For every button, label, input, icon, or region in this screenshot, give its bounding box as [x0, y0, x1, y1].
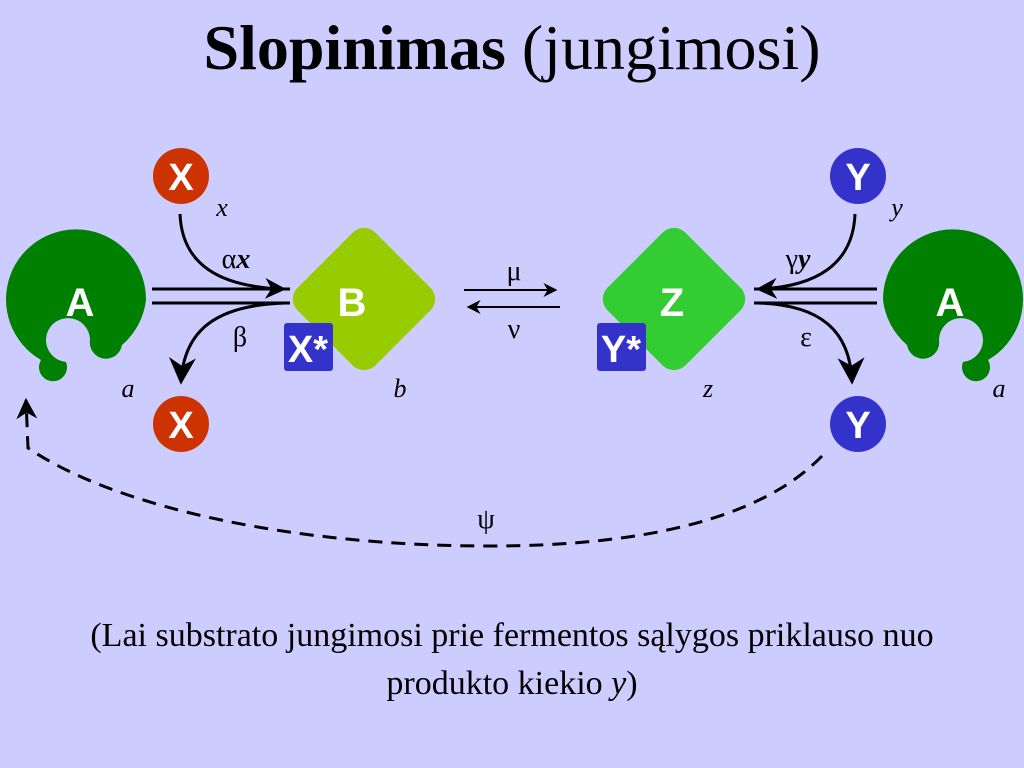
rate-psi: ψ — [477, 504, 495, 535]
caption-line-2-end: ) — [626, 665, 638, 702]
rate-nu: ν — [508, 314, 521, 345]
arrow-x-binding — [178, 213, 287, 299]
caption-line-1: (Lai substrato jungimosi prie fermentos … — [90, 617, 934, 654]
rate-mu: μ — [506, 256, 521, 287]
complex-z-tag: Y* — [601, 329, 641, 371]
rate-beta: β — [233, 322, 247, 353]
title-normal: (jungimosi) — [521, 12, 821, 83]
rate-alpha: αx — [222, 244, 251, 275]
arrow-recycle-dashed — [16, 397, 824, 548]
complex-b-label: B — [338, 281, 367, 325]
substrate-x-out-label: X — [168, 405, 194, 447]
arrow-y-release — [757, 301, 865, 385]
slide-title: Slopinimas (jungimosi) — [0, 8, 1024, 88]
arrow-x-release — [168, 301, 287, 385]
product-y-in-var: y — [888, 193, 903, 222]
substrate-x-out: X — [153, 396, 209, 452]
reaction-a-b — [152, 213, 290, 385]
complex-b-tag: X* — [288, 329, 328, 371]
rate-epsilon: ε — [800, 322, 812, 353]
reaction-b-z — [464, 283, 560, 314]
enzyme-a-right-var: a — [993, 374, 1006, 403]
rate-gamma-var: y — [795, 244, 811, 275]
complex-z: Z Y* z — [597, 227, 746, 403]
complex-b-tag-box — [284, 323, 333, 371]
rate-gamma-symbol: γ — [785, 244, 798, 275]
caption-line-2-var: y — [611, 665, 627, 702]
enzyme-a-right-shape — [882, 229, 1023, 382]
title-bold: Slopinimas — [203, 12, 506, 83]
enzyme-a-left-shape — [6, 229, 147, 382]
substrate-x-in: X x — [153, 148, 228, 222]
caption-line-2: produkto kiekio y) — [0, 660, 1024, 708]
reaction-z-a — [754, 213, 877, 385]
product-y-in: Y y — [830, 148, 903, 222]
product-y-out-circle — [830, 396, 886, 452]
enzyme-a-right — [882, 229, 1023, 382]
complex-z-tag-box — [597, 323, 646, 371]
complex-b: B X* b — [284, 227, 436, 403]
product-y-in-label: Y — [845, 157, 870, 199]
enzyme-a-left: A a — [6, 229, 147, 403]
rate-alpha-var: x — [235, 244, 250, 275]
complex-b-var: b — [394, 374, 407, 403]
substrate-x-in-circle — [153, 148, 209, 204]
enzyme-a-left-label: A — [66, 281, 95, 325]
rate-gamma: γy — [785, 244, 811, 275]
complex-z-label: Z — [660, 281, 684, 325]
substrate-x-in-var: x — [215, 193, 228, 222]
complex-z-var: z — [702, 374, 713, 403]
substrate-x-out-circle — [153, 396, 209, 452]
product-y-out-label: Y — [845, 405, 870, 447]
reaction-diagram: A a A a B X* b Z Y* z X x — [6, 148, 1023, 548]
caption-line-2-start: produkto kiekio — [386, 665, 612, 702]
substrate-x-in-label: X — [168, 157, 194, 199]
product-y-in-circle — [830, 148, 886, 204]
enzyme-a-right-label: A — [936, 281, 965, 325]
rate-alpha-symbol: α — [222, 244, 237, 275]
product-y-out: Y — [830, 396, 886, 452]
enzyme-a-left-var: a — [122, 374, 135, 403]
caption: (Lai substrato jungimosi prie fermentos … — [0, 612, 1024, 708]
arrow-y-binding — [755, 213, 857, 299]
